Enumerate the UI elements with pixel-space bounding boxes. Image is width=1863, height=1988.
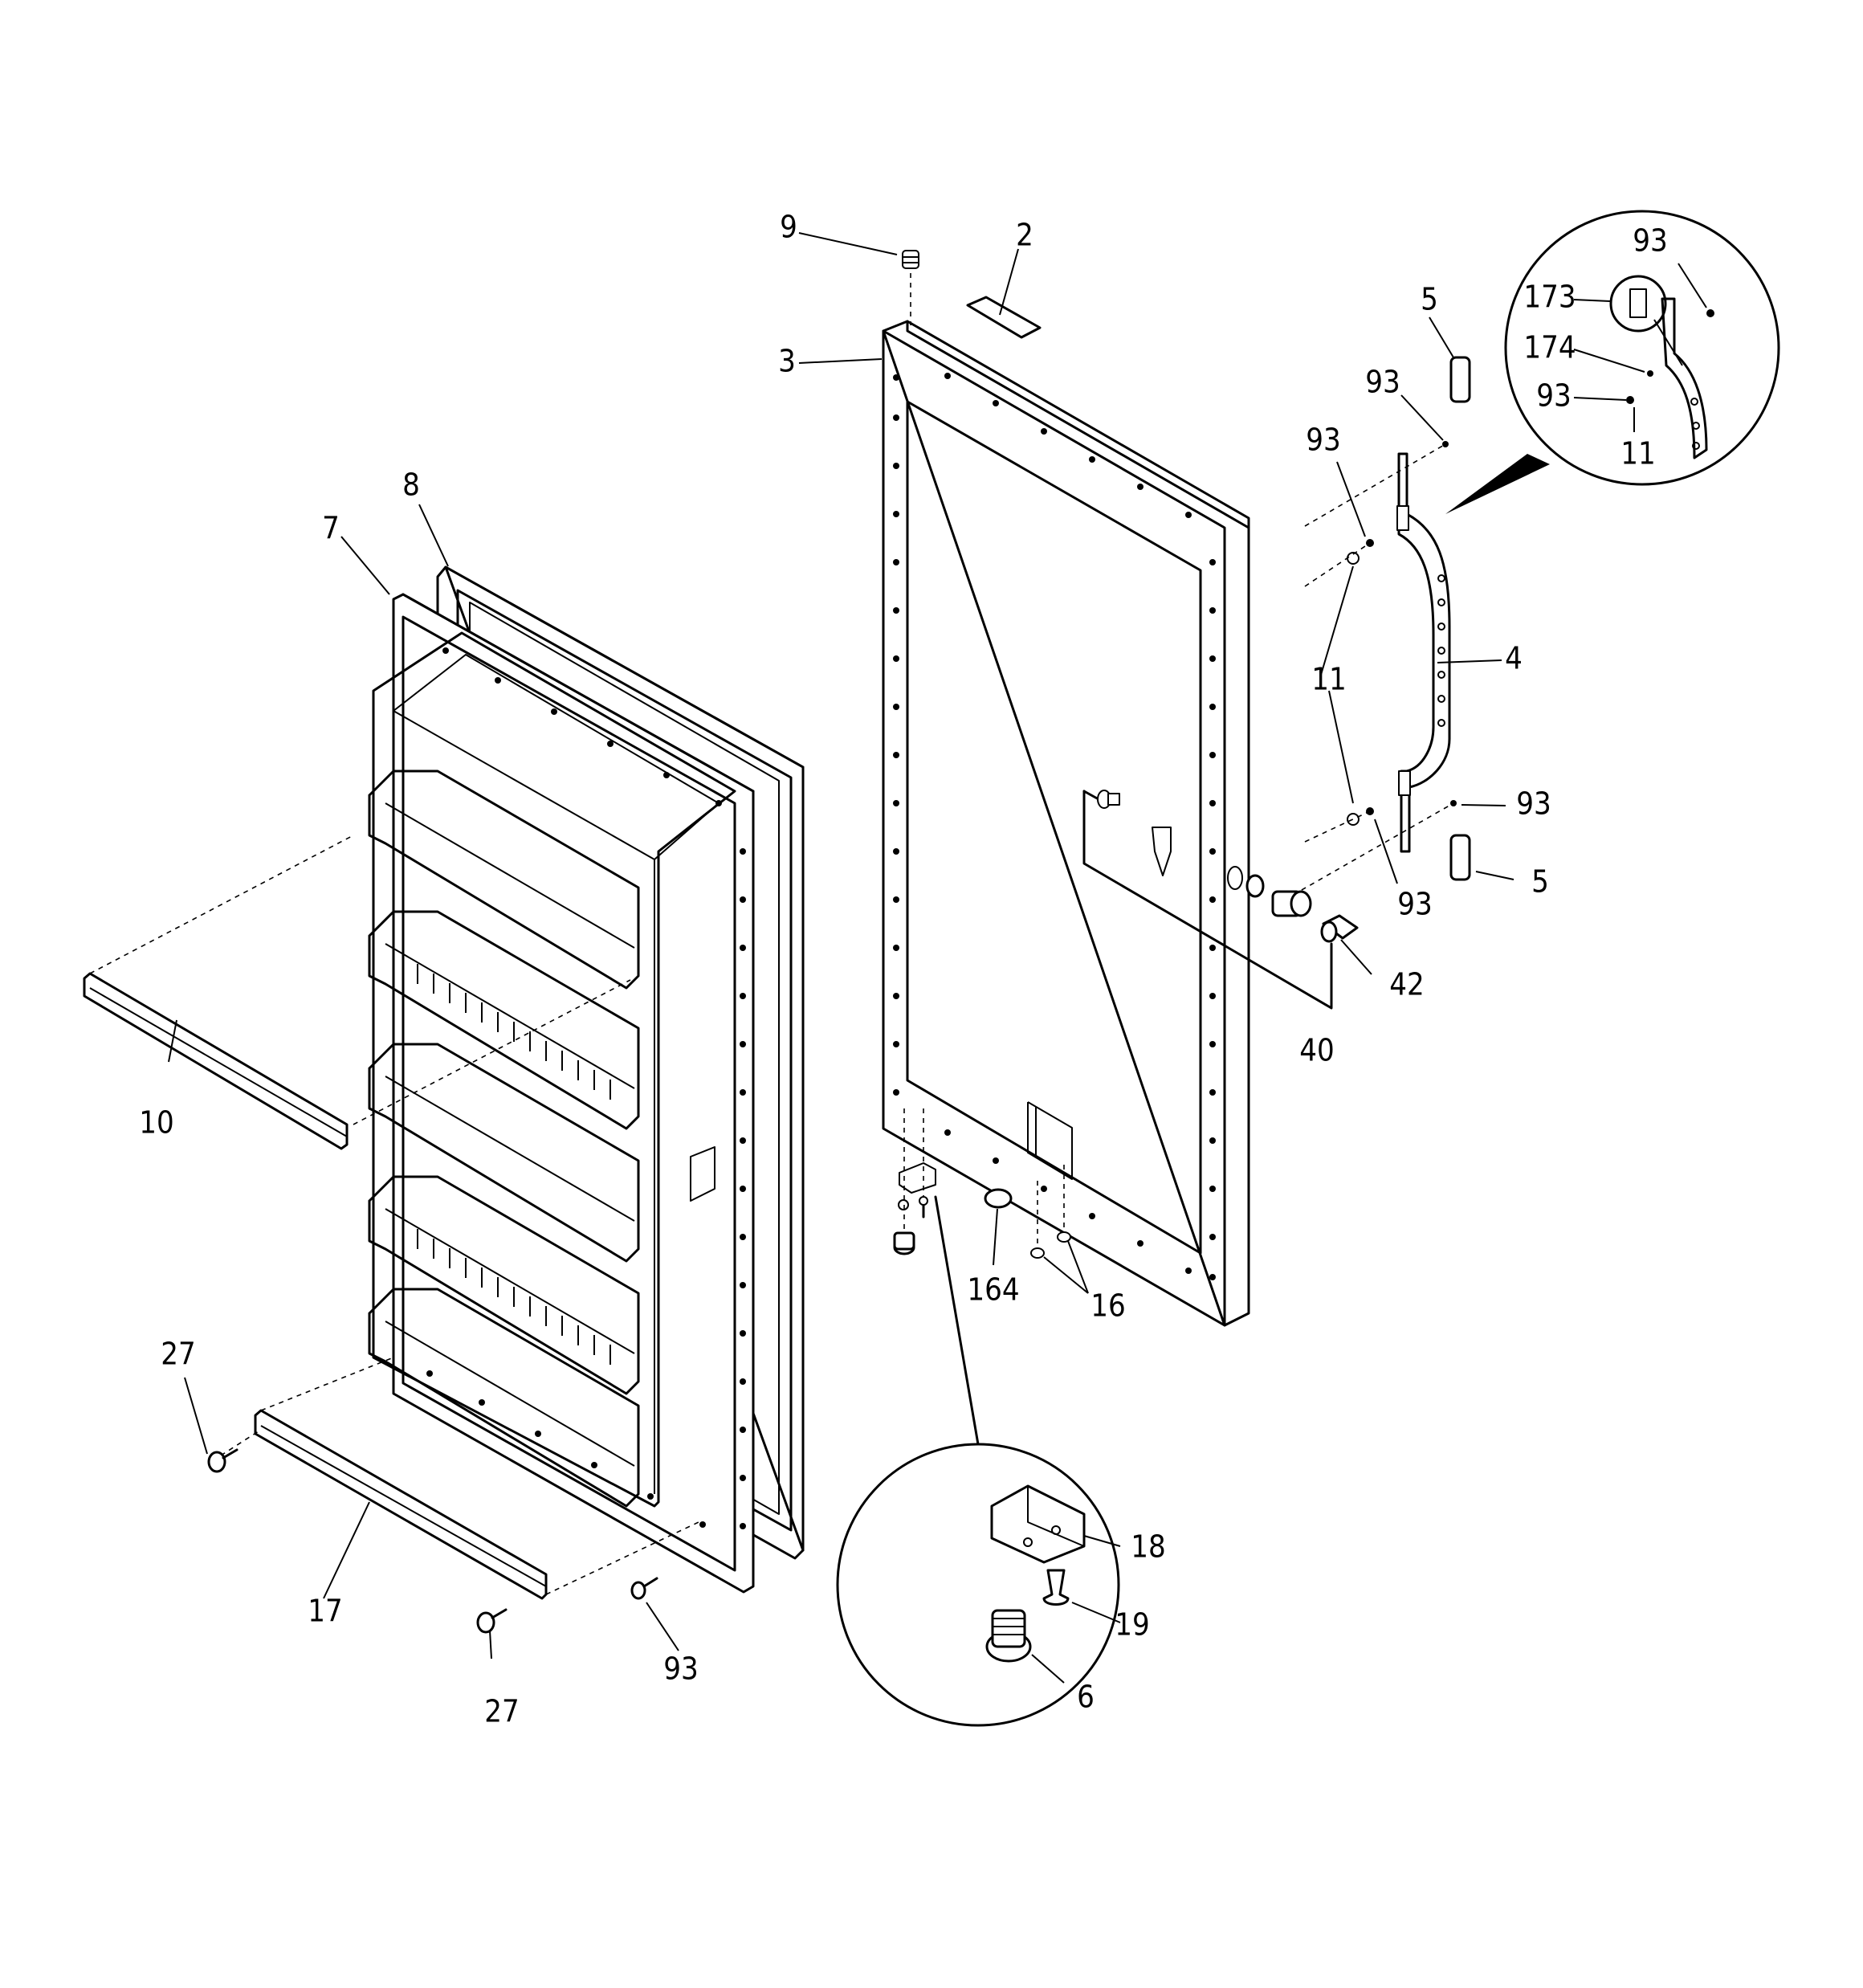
hinge-detail-callout <box>836 1195 1120 1727</box>
callout-10: 10 <box>139 1105 174 1141</box>
leader-lines <box>168 232 1707 1684</box>
callout-173: 173 <box>1523 280 1576 315</box>
callout-labels: 9 2 3 8 7 10 27 17 27 93 5 93 93 11 4 93… <box>139 210 1668 1729</box>
callout-40: 40 <box>1299 1033 1335 1068</box>
callout-3: 3 <box>778 344 796 379</box>
callout-18: 18 <box>1131 1529 1166 1565</box>
callout-164: 164 <box>967 1272 1019 1308</box>
lock-assembly <box>1082 790 1359 1010</box>
label-plate <box>966 296 1042 339</box>
callout-5-bottom: 5 <box>1531 864 1549 900</box>
callout-27-bottom: 27 <box>484 1694 520 1729</box>
callout-19: 19 <box>1115 1607 1150 1643</box>
callout-93-bottom: 93 <box>663 1651 699 1687</box>
callout-5-top: 5 <box>1421 282 1438 317</box>
callout-93-lower: 93 <box>1397 887 1433 922</box>
callout-17: 17 <box>308 1594 343 1629</box>
callout-42: 42 <box>1389 967 1425 1002</box>
callout-11: 11 <box>1311 662 1347 697</box>
callout-8: 8 <box>402 467 420 503</box>
callout-93-top: 93 <box>1365 365 1400 400</box>
door-handle <box>1284 356 1471 900</box>
door-shelves <box>368 769 640 1508</box>
callout-4: 4 <box>1505 641 1523 676</box>
callout-93-detail-top: 93 <box>1633 223 1668 259</box>
callout-27-left: 27 <box>161 1337 196 1372</box>
callout-93-detail: 93 <box>1536 378 1572 414</box>
plug-part-9 <box>902 250 919 325</box>
callout-9: 9 <box>780 210 797 245</box>
callout-2: 2 <box>1016 218 1033 253</box>
door-fasteners <box>207 1448 658 1634</box>
bottom-hinge-parts <box>893 1108 1071 1259</box>
callout-16: 16 <box>1090 1288 1126 1324</box>
callout-6: 6 <box>1077 1680 1095 1715</box>
callout-93-upper: 93 <box>1306 423 1341 458</box>
callout-93-right: 93 <box>1516 786 1551 822</box>
shelf-rail-part-17 <box>220 1357 699 1600</box>
shelf-rail-part-10 <box>83 835 631 1150</box>
callout-7: 7 <box>322 511 340 546</box>
outer-door-panel <box>882 320 1250 1327</box>
callout-11-detail: 11 <box>1620 436 1656 471</box>
inner-door-liner <box>368 593 755 1594</box>
callout-174: 174 <box>1523 330 1576 365</box>
panel-screw-holes <box>893 373 1216 1280</box>
shelf-ribs <box>417 964 611 1365</box>
handle-detail-callout <box>1445 210 1780 514</box>
